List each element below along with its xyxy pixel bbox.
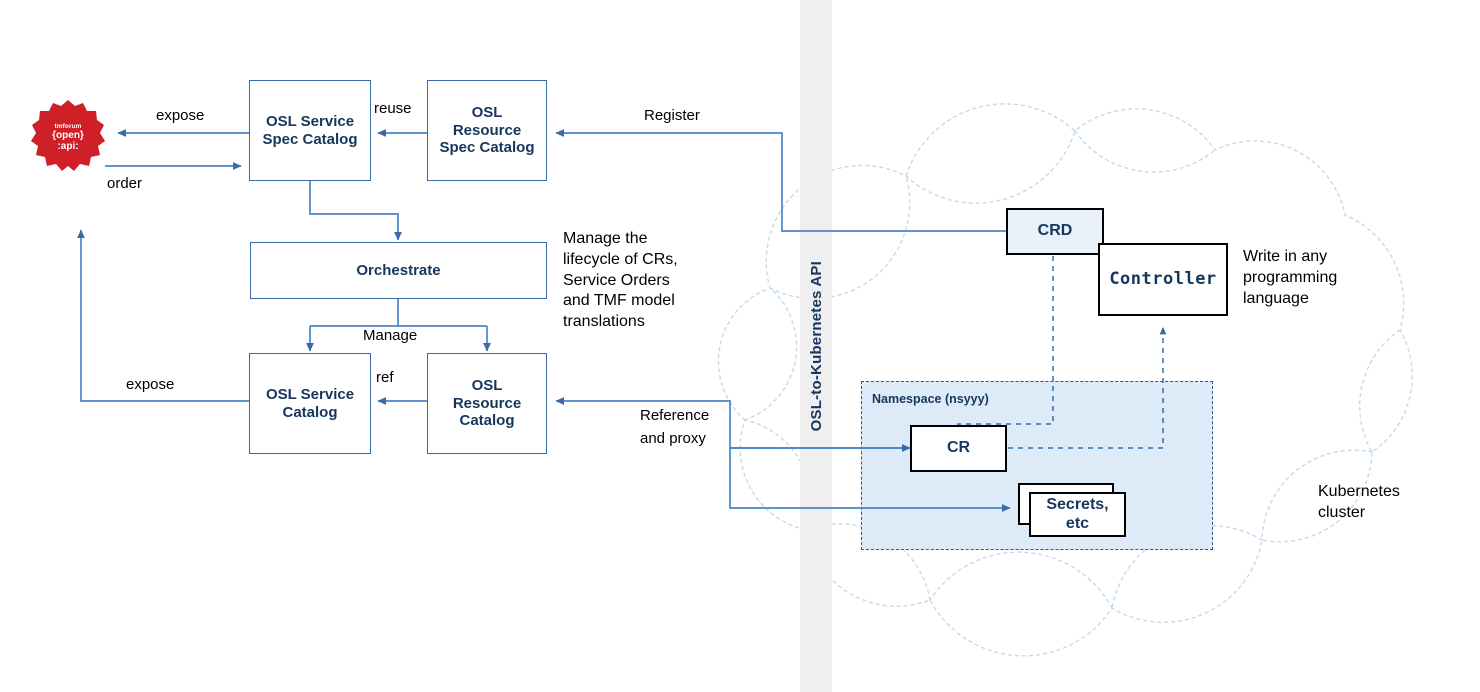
- badge-line-tmforum: tmforum: [54, 122, 82, 130]
- badge-seal-shape: [31, 100, 105, 171]
- cr-box[interactable]: CR: [910, 425, 1007, 472]
- edge-label-manage: Manage: [363, 327, 418, 344]
- edge-label-reuse: reuse: [374, 100, 412, 117]
- orchestrate-note-line4: and TMF model: [563, 292, 675, 310]
- osl-service-spec-catalog-line2: Spec Catalog: [262, 130, 358, 148]
- secrets-line1: Secrets,: [1046, 495, 1109, 513]
- osl-to-kubernetes-api-band-label: OSL-to-Kubernetes API: [800, 0, 832, 692]
- edge-label-expose-bottom: expose: [126, 376, 175, 393]
- osl-service-catalog-line1: OSL Service: [265, 385, 355, 403]
- osl-resource-catalog-box[interactable]: OSL Resource Catalog: [427, 353, 547, 454]
- osl-resource-spec-catalog-line2: Resource: [452, 121, 522, 139]
- orchestrate-note-line2: lifecycle of CRs,: [563, 250, 678, 268]
- controller-note-line2: programming: [1243, 268, 1338, 286]
- orchestrate-note-line1: Manage the: [563, 230, 648, 247]
- controller-note-line1: Write in any: [1243, 248, 1328, 265]
- controller-note-line3: language: [1243, 289, 1309, 307]
- orchestrate-note: Manage the lifecycle of CRs, Service Ord…: [563, 229, 743, 333]
- orchestrate-note-line5: translations: [563, 313, 645, 331]
- osl-resource-catalog-line2: Resource: [452, 394, 522, 412]
- tmforum-open-apis-badge: tmforum {open} :api:: [30, 98, 106, 178]
- osl-service-spec-catalog-line1: OSL Service: [265, 112, 355, 130]
- edge-label-ref: ref: [376, 369, 394, 386]
- namespace-label: Namespace (nsyyy): [872, 392, 989, 406]
- osl-service-catalog-line2: Catalog: [282, 403, 338, 421]
- badge-line-open: {open}: [52, 130, 84, 142]
- cr-label: CR: [946, 439, 971, 457]
- controller-box[interactable]: Controller: [1098, 243, 1228, 316]
- controller-label: Controller: [1109, 269, 1217, 290]
- controller-note: Write in any programming language: [1243, 247, 1403, 309]
- secrets-box[interactable]: Secrets, etc: [1029, 492, 1126, 537]
- kubernetes-cluster-note: Kubernetes cluster: [1318, 482, 1458, 524]
- edge-label-order: order: [107, 175, 143, 192]
- crd-box[interactable]: CRD: [1006, 208, 1104, 255]
- osl-to-kubernetes-api-band: [800, 0, 832, 692]
- orchestrate-box[interactable]: Orchestrate: [250, 242, 547, 299]
- edge-label-register: Register: [644, 107, 700, 124]
- osl-service-catalog-box[interactable]: OSL Service Catalog: [249, 353, 371, 454]
- secrets-line2: etc: [1065, 514, 1090, 532]
- osl-service-spec-catalog-box[interactable]: OSL Service Spec Catalog: [249, 80, 371, 181]
- edge-label-reference-and-proxy-line1: Reference: [640, 407, 710, 424]
- crd-label: CRD: [1037, 222, 1073, 240]
- osl-resource-spec-catalog-line3: Spec Catalog: [439, 139, 535, 157]
- api-band-text: OSL-to-Kubernetes API: [807, 260, 825, 432]
- cluster-note-line2: cluster: [1318, 503, 1366, 521]
- osl-resource-spec-catalog-line1: OSL: [471, 103, 503, 121]
- badge-text-block: tmforum {open} :api:: [30, 98, 106, 178]
- orchestrate-note-line3: Service Orders: [563, 271, 670, 289]
- osl-resource-spec-catalog-box[interactable]: OSL Resource Spec Catalog: [427, 80, 547, 181]
- edge-label-expose-top: expose: [156, 107, 205, 124]
- osl-resource-catalog-line1: OSL: [471, 376, 503, 394]
- osl-resource-catalog-line3: Catalog: [459, 412, 515, 430]
- cluster-note-line1: Kubernetes: [1318, 483, 1400, 500]
- edge-label-reference-and-proxy-line2: and proxy: [640, 430, 706, 447]
- badge-line-apis: :api:: [57, 141, 79, 153]
- orchestrate-label: Orchestrate: [356, 261, 441, 279]
